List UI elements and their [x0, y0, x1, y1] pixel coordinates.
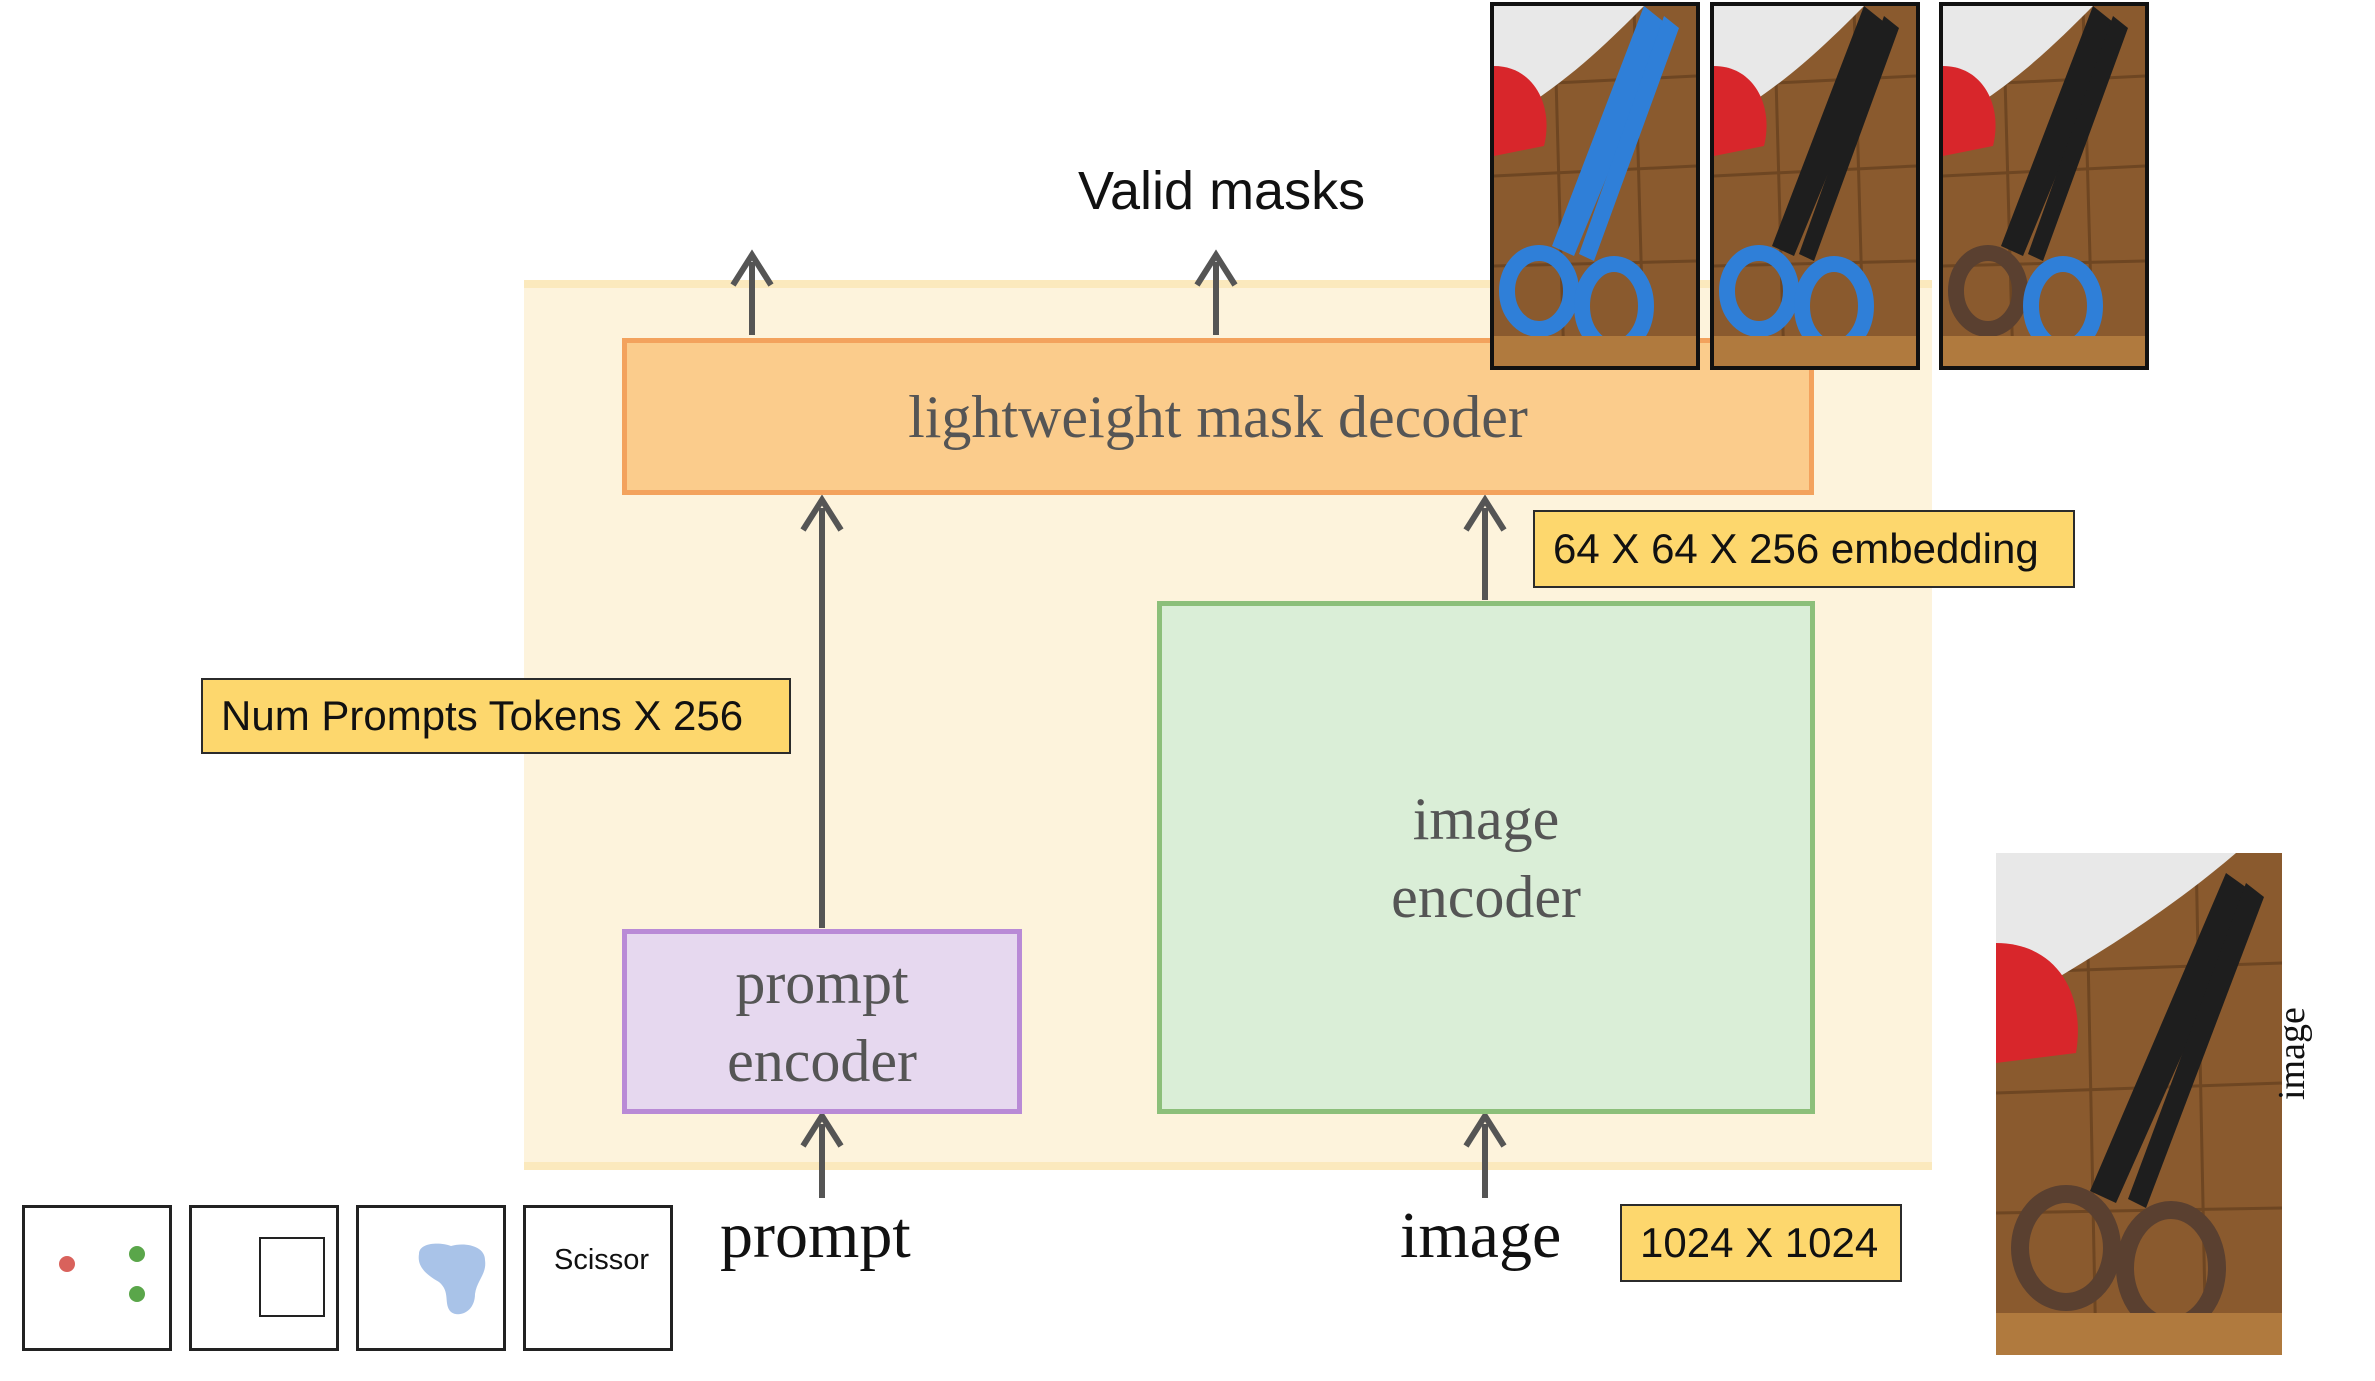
- point-prompt-example: [22, 1205, 172, 1351]
- image-size-text: 1024 X 1024: [1640, 1219, 1879, 1266]
- mask-blob-icon: [418, 1243, 486, 1315]
- image-size-tag: 1024 X 1024: [1620, 1204, 1902, 1282]
- prompt-input-label: prompt: [720, 1199, 911, 1272]
- text-prompt-value: Scissor: [554, 1244, 650, 1276]
- mask-output-thumbnail: [1710, 2, 1920, 370]
- positive-point-icon: [129, 1286, 145, 1302]
- positive-point-icon: [129, 1246, 145, 1262]
- text-prompt-example: Scissor: [523, 1205, 673, 1351]
- valid-masks-label: Valid masks: [1078, 161, 1366, 221]
- prompt-tokens-tag: Num Prompts Tokens X 256: [201, 678, 791, 754]
- image-input-label: image: [1400, 1199, 1562, 1272]
- prompt-encoder-box: prompt encoder: [622, 929, 1022, 1114]
- mask-prompt-example: [356, 1205, 506, 1351]
- box-prompt-example: [189, 1205, 339, 1351]
- mask-output-thumbnail: [1490, 2, 1700, 370]
- image-side-label: image: [2271, 1007, 2313, 1100]
- decoder-label: lightweight mask decoder: [908, 383, 1528, 450]
- image-encoder-label: image encoder: [1391, 785, 1581, 930]
- embedding-size-tag: 64 X 64 X 256 embedding: [1533, 510, 2075, 588]
- prompt-tokens-text: Num Prompts Tokens X 256: [221, 692, 744, 739]
- mask-output-thumbnail: [1939, 2, 2149, 370]
- negative-point-icon: [59, 1256, 75, 1272]
- lightweight-mask-decoder-box: lightweight mask decoder: [622, 338, 1814, 495]
- input-scissors-image: [1996, 853, 2282, 1355]
- prompt-encoder-label: prompt encoder: [727, 949, 917, 1094]
- image-encoder-box: image encoder: [1157, 601, 1815, 1114]
- bounding-box-icon: [259, 1237, 325, 1317]
- embedding-size-text: 64 X 64 X 256 embedding: [1553, 525, 2039, 572]
